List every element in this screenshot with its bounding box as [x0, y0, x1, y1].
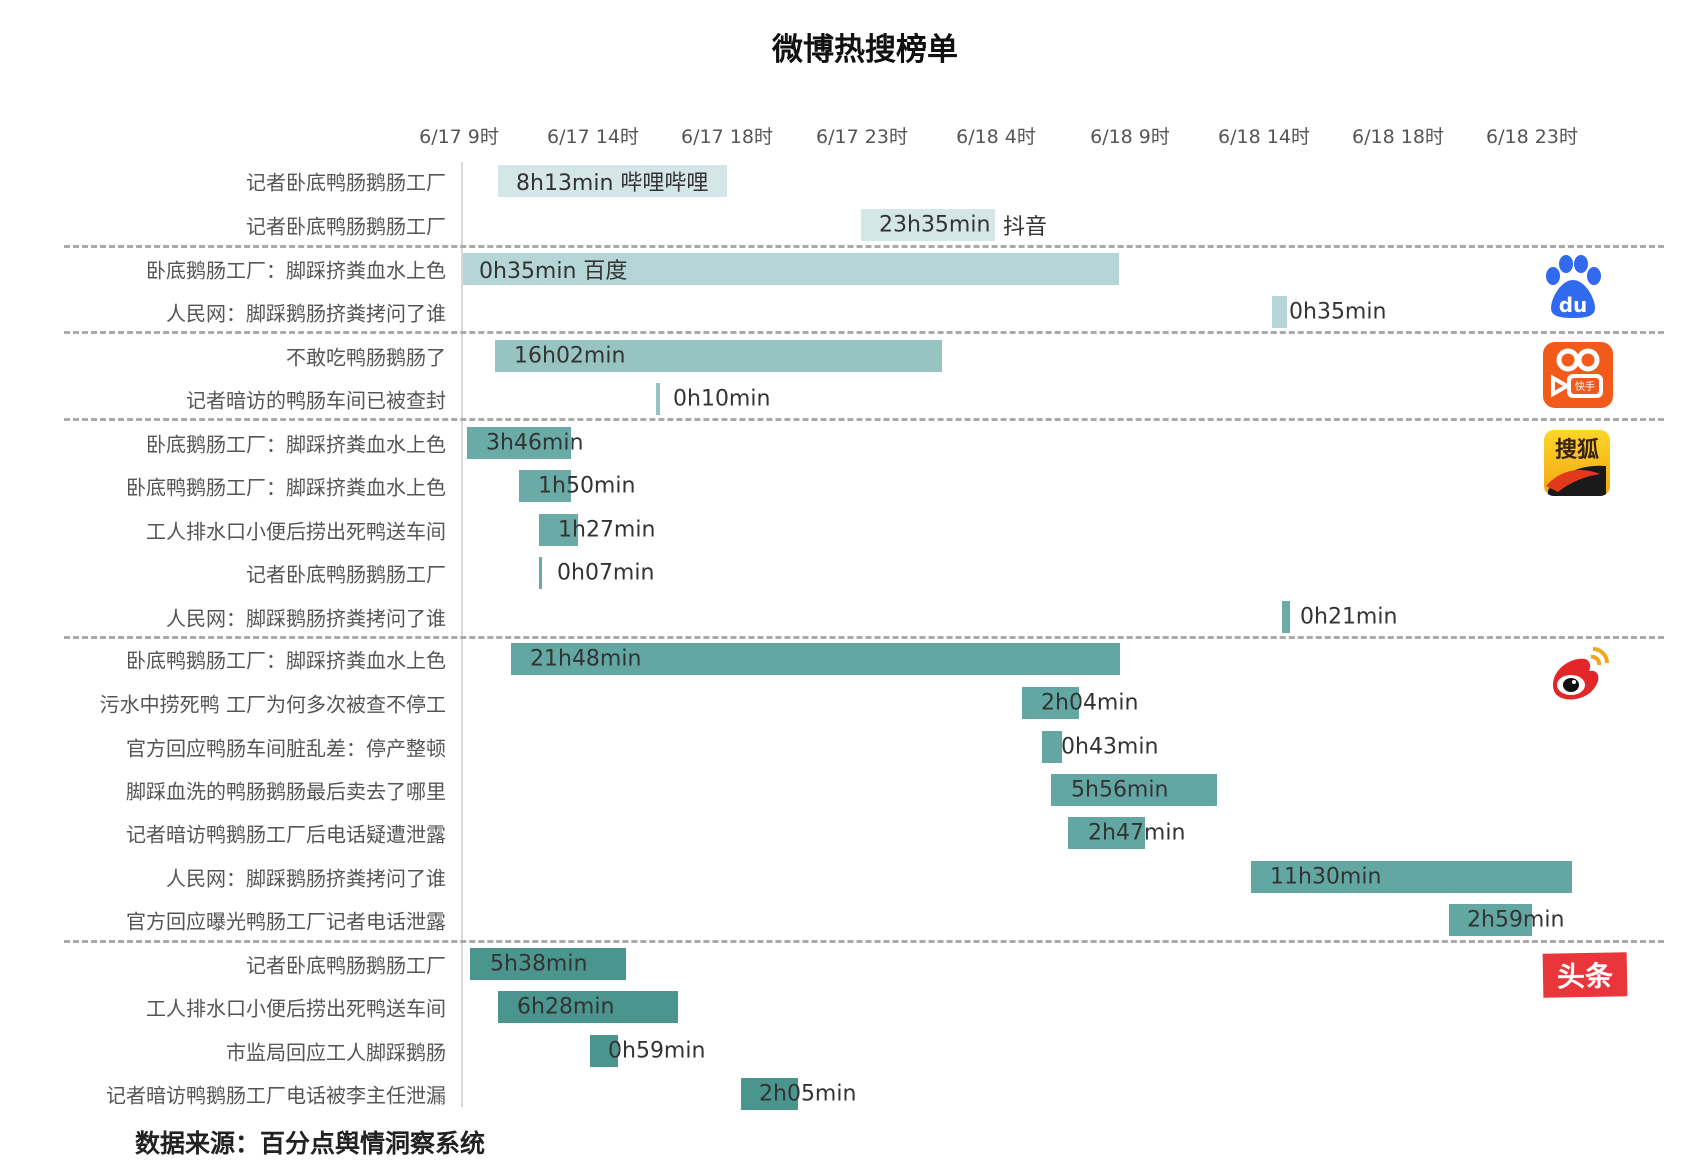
gantt-bar — [495, 340, 942, 372]
x-tick: 6/18 23时 — [1486, 126, 1578, 148]
bar-label: 21h48min — [530, 646, 642, 672]
row-label: 记者卧底鸭肠鹅肠工厂 — [246, 562, 446, 587]
gantt-bar — [539, 557, 542, 589]
gantt-bar — [511, 643, 1120, 675]
gantt-bar — [467, 427, 571, 459]
weibo-icon — [1545, 645, 1613, 703]
gantt-bar — [470, 948, 626, 980]
gantt-bar — [1251, 861, 1572, 893]
gantt-bar — [1042, 731, 1062, 763]
bar-label: 8h13min 哔哩哔哩 — [516, 171, 709, 196]
gantt-bar — [741, 1078, 798, 1110]
bar-label: 1h27min — [558, 517, 656, 543]
x-tick: 6/18 4时 — [956, 126, 1036, 148]
group-separator — [64, 245, 1664, 248]
gantt-bar — [539, 514, 578, 546]
group-separator — [64, 331, 1664, 334]
group-separator — [64, 940, 1664, 943]
gantt-bar — [1449, 904, 1532, 936]
data-source-footer: 数据来源：百分点舆情洞察系统 — [135, 1129, 486, 1158]
row-label: 记者暗访鸭鹅肠工厂后电话疑遭泄露 — [126, 822, 446, 847]
group-separator — [64, 418, 1664, 421]
row-label: 记者暗访鸭鹅肠工厂电话被李主任泄漏 — [106, 1083, 446, 1108]
bar-label: 0h59min — [608, 1038, 706, 1064]
gantt-bar — [498, 991, 678, 1023]
bar-label: 0h43min — [1061, 734, 1159, 760]
bar-label: 2h05min — [759, 1081, 857, 1107]
bar-label: 2h47min — [1088, 820, 1186, 846]
svg-text:快手: 快手 — [1575, 380, 1595, 393]
row-label: 记者卧底鸭肠鹅肠工厂 — [246, 170, 446, 195]
gantt-bar — [1272, 296, 1287, 328]
gantt-bar — [1068, 817, 1145, 849]
bar-label: 23h35min — [879, 212, 991, 238]
bar-label: 0h35min 百度 — [479, 259, 628, 284]
bar-label: 3h46min — [486, 430, 584, 456]
row-label: 脚踩血洗的鸭肠鹅肠最后卖去了哪里 — [126, 779, 446, 804]
x-tick: 6/18 18时 — [1352, 126, 1444, 148]
row-label: 记者卧底鸭肠鹅肠工厂 — [246, 953, 446, 978]
bar-label: 2h59min — [1467, 907, 1565, 933]
row-label: 不敢吃鸭肠鹅肠了 — [286, 345, 446, 370]
baidu-icon: du — [1541, 254, 1605, 320]
row-label: 人民网：脚踩鹅肠挤粪拷问了谁 — [166, 866, 446, 891]
bar-label: 5h38min — [490, 951, 588, 977]
row-label: 污水中捞死鸭 工厂为何多次被查不停工 — [99, 692, 446, 717]
chart-title: 微博热搜榜单 — [772, 32, 958, 68]
row-label: 官方回应鸭肠车间脏乱差：停产整顿 — [126, 736, 446, 761]
x-tick: 6/17 18时 — [681, 126, 773, 148]
bar-label: 6h28min — [517, 994, 615, 1020]
gantt-bar — [1051, 774, 1217, 806]
sohu-icon: 搜狐 — [1544, 430, 1610, 496]
gantt-bar — [1282, 601, 1290, 633]
svg-text:搜狐: 搜狐 — [1555, 437, 1599, 463]
gantt-bar — [656, 383, 660, 415]
bar-label: 5h56min — [1071, 777, 1169, 803]
bar-label: 11h30min — [1270, 864, 1382, 890]
gantt-bar — [463, 253, 1119, 285]
gantt-bar — [519, 470, 571, 502]
bar-tag: 抖音 — [1003, 215, 1048, 240]
bar-label: 0h07min — [557, 560, 655, 586]
row-label: 人民网：脚踩鹅肠挤粪拷问了谁 — [166, 301, 446, 326]
group-separator — [64, 636, 1664, 639]
gantt-bar — [861, 209, 995, 241]
bar-label: 2h04min — [1041, 690, 1139, 716]
row-label: 卧底鹅肠工厂：脚踩挤粪血水上色 — [146, 432, 446, 457]
kuaishou-icon: 快手 — [1543, 342, 1613, 408]
row-label: 记者卧底鸭肠鹅肠工厂 — [246, 214, 446, 239]
svg-text:du: du — [1559, 293, 1588, 317]
x-tick: 6/17 23时 — [816, 126, 908, 148]
gantt-bar — [590, 1035, 618, 1067]
bar-label: 1h50min — [538, 473, 636, 499]
x-tick: 6/18 14时 — [1218, 126, 1310, 148]
bar-label: 0h21min — [1300, 604, 1398, 630]
bar-label: 0h35min — [1289, 299, 1387, 325]
x-tick: 6/17 9时 — [419, 126, 499, 148]
row-label: 工人排水口小便后捞出死鸭送车间 — [146, 519, 446, 544]
row-label: 市监局回应工人脚踩鹅肠 — [226, 1040, 446, 1065]
svg-text:头条: 头条 — [1557, 960, 1614, 994]
row-label: 卧底鹅肠工厂：脚踩挤粪血水上色 — [146, 258, 446, 283]
bar-label: 0h10min — [673, 386, 771, 412]
toutiao-icon: 头条 — [1542, 952, 1628, 998]
x-tick: 6/18 9时 — [1090, 126, 1170, 148]
y-axis-line — [461, 162, 463, 1107]
row-label: 记者暗访的鸭肠车间已被查封 — [186, 388, 446, 413]
gantt-bar — [1022, 687, 1079, 719]
row-label: 人民网：脚踩鹅肠挤粪拷问了谁 — [166, 606, 446, 631]
gantt-bar — [498, 165, 727, 197]
x-tick: 6/17 14时 — [547, 126, 639, 148]
row-label: 官方回应曝光鸭肠工厂记者电话泄露 — [126, 909, 446, 934]
row-label: 卧底鸭鹅肠工厂：脚踩挤粪血水上色 — [126, 475, 446, 500]
row-label: 工人排水口小便后捞出死鸭送车间 — [146, 996, 446, 1021]
row-label: 卧底鸭鹅肠工厂：脚踩挤粪血水上色 — [126, 648, 446, 673]
bar-label: 16h02min — [514, 343, 626, 369]
